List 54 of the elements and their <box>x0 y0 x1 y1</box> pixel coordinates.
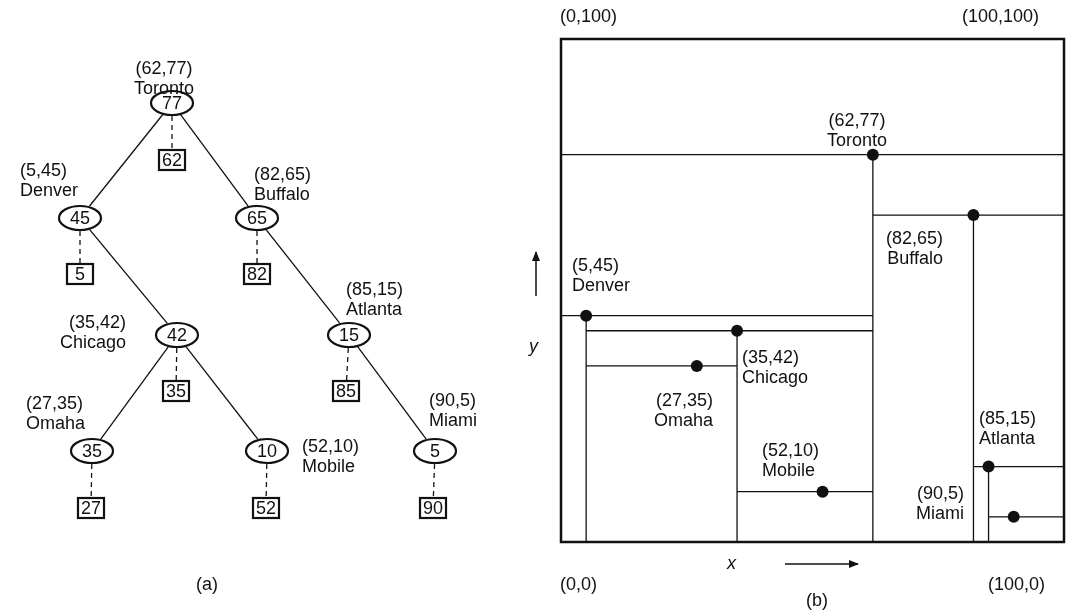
city-label: (27,35) Omaha <box>26 393 85 433</box>
tree-edge <box>185 346 259 440</box>
dashed-link <box>79 230 81 264</box>
tree-edge <box>265 229 341 324</box>
city-label: (52,10) Mobile <box>302 436 360 476</box>
node-value: 82 <box>247 265 267 283</box>
node-value: 15 <box>339 326 359 344</box>
point-label: (82,65) Buffalo <box>886 228 944 268</box>
node-value: 27 <box>81 499 101 517</box>
city-label: (85,15) Atlanta <box>346 279 404 319</box>
node-value: 35 <box>82 442 102 460</box>
axis-label: y <box>529 336 538 356</box>
dashed-link <box>175 347 178 381</box>
dashed-link <box>265 463 268 498</box>
panel-label: (b) <box>806 590 828 610</box>
dashed-link <box>256 230 258 264</box>
tree-edge <box>88 114 164 207</box>
dashed-link <box>90 463 93 498</box>
tree-edge <box>100 346 169 440</box>
axis-label: x <box>727 553 736 573</box>
tree-edge <box>89 229 168 324</box>
point-label: (52,10) Mobile <box>762 440 820 480</box>
point-label: (27,35) Omaha <box>654 390 713 430</box>
point-label: (35,42) Chicago <box>742 347 809 387</box>
node-value: 77 <box>162 94 182 112</box>
node-value: 10 <box>257 442 277 460</box>
tree-edge <box>180 114 249 207</box>
corner-coordinate: (100,0) <box>988 574 1046 594</box>
dashed-link <box>432 463 436 498</box>
corner-coordinate: (0,100) <box>560 6 618 26</box>
city-label: (82,65) Buffalo <box>254 164 312 204</box>
node-value: 62 <box>162 151 182 169</box>
city-label: (5,45) Denver <box>20 160 79 200</box>
corner-coordinate: (0,0) <box>560 574 597 594</box>
corner-coordinate: (100,100) <box>962 6 1040 26</box>
node-value: 85 <box>336 382 356 400</box>
point-label: (85,15) Atlanta <box>979 408 1037 448</box>
city-label: (35,42) Chicago <box>60 312 127 352</box>
node-value: 65 <box>247 209 267 227</box>
node-value: 5 <box>75 265 85 283</box>
tree-edge <box>357 346 427 440</box>
node-value: 35 <box>166 382 186 400</box>
panel-label: (a) <box>196 574 218 594</box>
node-value: 52 <box>256 499 276 517</box>
dashed-link <box>171 115 173 150</box>
point-label: (5,45) Denver <box>572 255 631 295</box>
city-label: (90,5) Miami <box>429 390 477 430</box>
point-label: (90,5) Miami <box>916 483 964 523</box>
point-label: (62,77) Toronto <box>827 110 888 150</box>
node-value: 45 <box>70 209 90 227</box>
node-value: 5 <box>430 442 440 460</box>
dashed-link <box>345 347 349 381</box>
node-value: 90 <box>423 499 443 517</box>
node-value: 42 <box>167 326 187 344</box>
